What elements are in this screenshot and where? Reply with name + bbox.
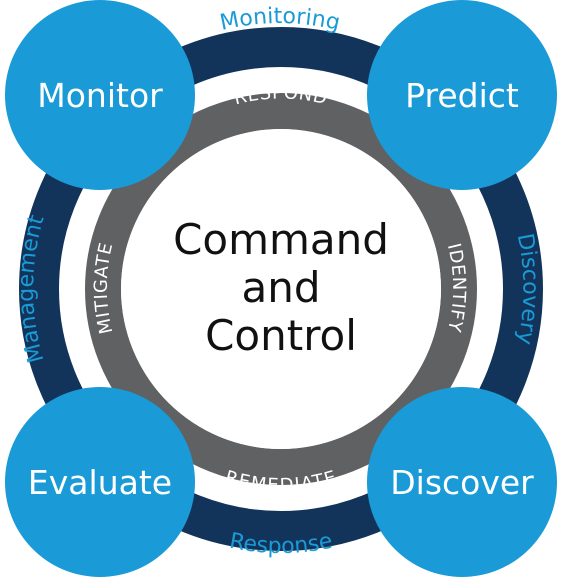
center-title-line-3: Control — [205, 311, 357, 360]
node-discover-label: Discover — [390, 463, 534, 502]
center-title-line-1: Command — [173, 215, 389, 264]
node-evaluate-label: Evaluate — [28, 463, 172, 502]
center-disc — [121, 129, 441, 449]
node-discover: Discover — [367, 387, 557, 577]
node-monitor: Monitor — [5, 0, 195, 190]
outer-ring — [19, 27, 543, 551]
node-predict: Predict — [367, 0, 557, 190]
node-evaluate: Evaluate — [5, 387, 195, 577]
node-predict-label: Predict — [405, 76, 519, 115]
inner-ring — [85, 93, 477, 485]
node-monitor-label: Monitor — [37, 76, 163, 115]
center-title-line-2: and — [241, 263, 320, 312]
